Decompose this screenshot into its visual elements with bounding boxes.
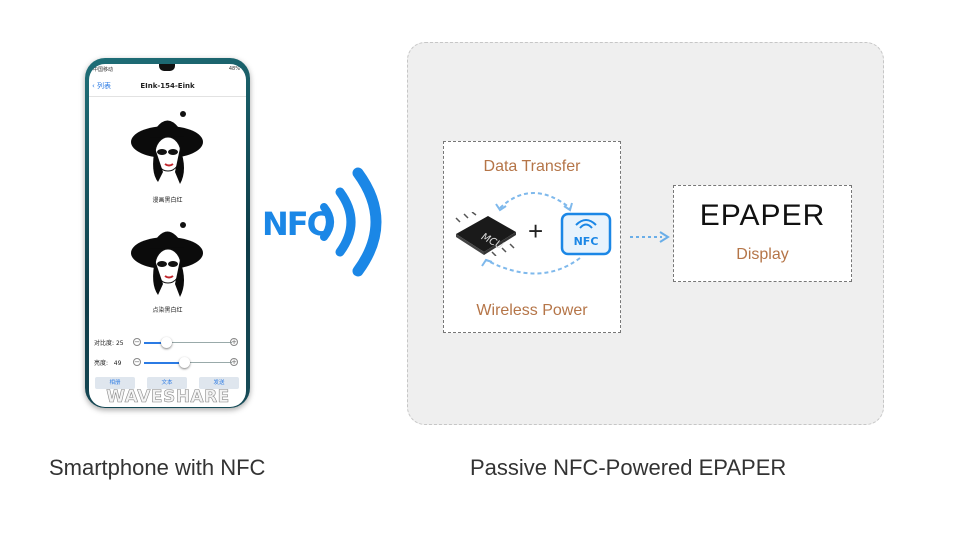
smartphone-caption: Smartphone with NFC <box>49 455 266 480</box>
brightness-slider-fill <box>144 361 184 364</box>
contrast-label: 对比度: 25 <box>94 340 124 347</box>
brightness-slider-knob[interactable] <box>178 357 190 368</box>
text-button[interactable]: 文本 <box>147 377 187 389</box>
phone-screen: 中国移动 48% ‹ 列表 EInk-154-Eink 漫画黑白红 <box>89 64 246 407</box>
brightness-label: 亮度: 49 <box>94 360 122 367</box>
epaper-caption: Passive NFC-Powered EPAPER <box>470 455 787 480</box>
plus-sign: + <box>528 216 544 246</box>
preview-image-2[interactable] <box>128 211 206 303</box>
dashed-arrow-icon <box>630 231 670 243</box>
woman-hat-illustration-icon <box>131 111 203 184</box>
status-carrier: 中国移动 <box>93 67 114 73</box>
plus-icon[interactable]: + <box>230 358 238 366</box>
preview-image-1[interactable] <box>128 102 206 190</box>
back-label: 列表 <box>97 82 112 90</box>
data-transfer-label: Data Transfer <box>483 158 581 175</box>
minus-icon[interactable]: − <box>133 338 141 346</box>
minus-icon[interactable]: − <box>133 358 141 366</box>
nav-divider <box>89 96 246 97</box>
wireless-power-label: Wireless Power <box>476 302 588 319</box>
exchange-arrows-icon <box>481 192 581 275</box>
nfc-label: NFC <box>262 205 330 243</box>
page-title: EInk-154-Eink <box>140 82 195 90</box>
epaper-display-box <box>673 185 852 282</box>
image-caption-1: 漫画黑白红 <box>152 197 183 204</box>
contrast-slider-knob[interactable] <box>161 337 172 348</box>
mcu-chip-icon: MCU <box>455 212 516 256</box>
waveshare-watermark: WAVESHARE <box>106 387 230 408</box>
image-caption-2: 点染黑白红 <box>152 307 183 314</box>
back-button[interactable]: ‹ 列表 <box>92 82 112 90</box>
nfc-chip-label: NFC <box>574 235 599 248</box>
plus-icon[interactable]: + <box>230 338 238 346</box>
contrast-slider-track[interactable] <box>144 342 232 343</box>
epaper-subtitle: Display <box>736 246 789 263</box>
send-button[interactable]: 发送 <box>199 377 239 389</box>
contrast-slider-fill <box>144 341 166 344</box>
camera-notch <box>159 64 175 71</box>
status-battery: 48% <box>228 66 240 72</box>
album-button[interactable]: 相册 <box>95 377 135 389</box>
nfc-chip-icon: NFC <box>560 212 612 256</box>
woman-hat-illustration-icon <box>131 222 203 297</box>
epaper-title: EPAPER <box>699 199 826 232</box>
nfc-waves-icon <box>320 167 382 277</box>
